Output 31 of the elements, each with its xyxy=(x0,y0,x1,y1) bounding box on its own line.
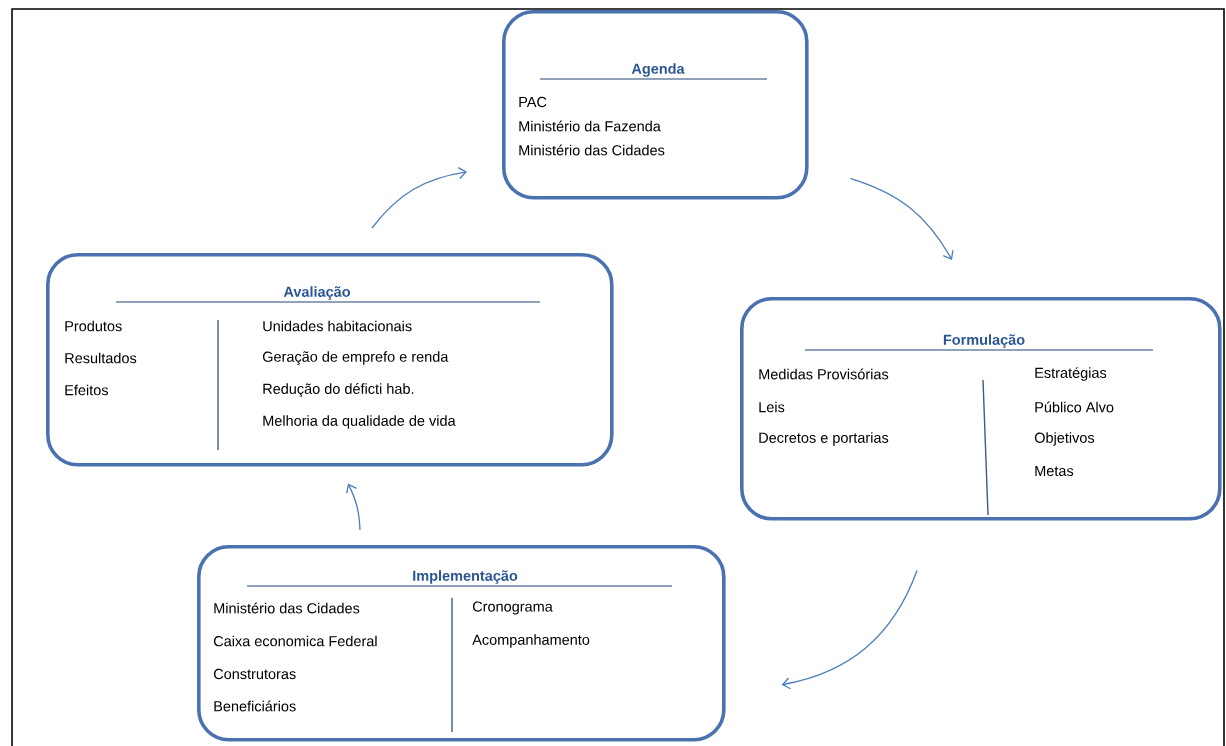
list-item: Geração de emprefo e renda xyxy=(262,351,449,365)
list-item: Redução do déficti hab. xyxy=(263,383,414,397)
list-item: Produtos xyxy=(65,320,122,332)
list-item: Ministério das Cidades xyxy=(214,602,360,614)
list-item: Construtoras xyxy=(213,668,296,680)
list-item: Ministério das Cidades xyxy=(519,144,665,156)
list-item: Metas xyxy=(1035,465,1074,477)
stage-heading: Formulação xyxy=(804,333,1154,351)
list-item: Cronograma xyxy=(472,601,553,615)
list-item: Acompanhamento xyxy=(472,634,590,648)
list-item: Resultados xyxy=(65,352,137,364)
list-item: Decretos e portarias xyxy=(759,432,889,446)
list-item: Melhoria da qualidade de vida xyxy=(263,415,456,429)
list-item: Caixa economica Federal xyxy=(213,635,377,647)
list-item: Público Alvo xyxy=(1035,401,1114,413)
list-item: Ministério da Fazenda xyxy=(519,120,661,132)
arrow xyxy=(849,177,954,260)
list-item: Leis xyxy=(759,401,785,413)
list-item: PAC xyxy=(519,96,547,108)
arrow xyxy=(346,483,361,531)
stage-heading: Agenda xyxy=(539,62,768,80)
list-item: Objetivos xyxy=(1034,432,1095,446)
list-item: Efeitos xyxy=(65,384,108,396)
list-item: Beneficiários xyxy=(214,700,296,712)
list-item: Unidades habitacionais xyxy=(263,320,412,332)
arrow xyxy=(781,569,918,690)
stage-heading: Avaliação xyxy=(115,285,541,303)
stage-heading: Implementação xyxy=(246,569,673,587)
list-item: Medidas Provisórias xyxy=(759,368,889,380)
list-item: Estratégias xyxy=(1035,367,1107,381)
arrow xyxy=(371,166,467,229)
